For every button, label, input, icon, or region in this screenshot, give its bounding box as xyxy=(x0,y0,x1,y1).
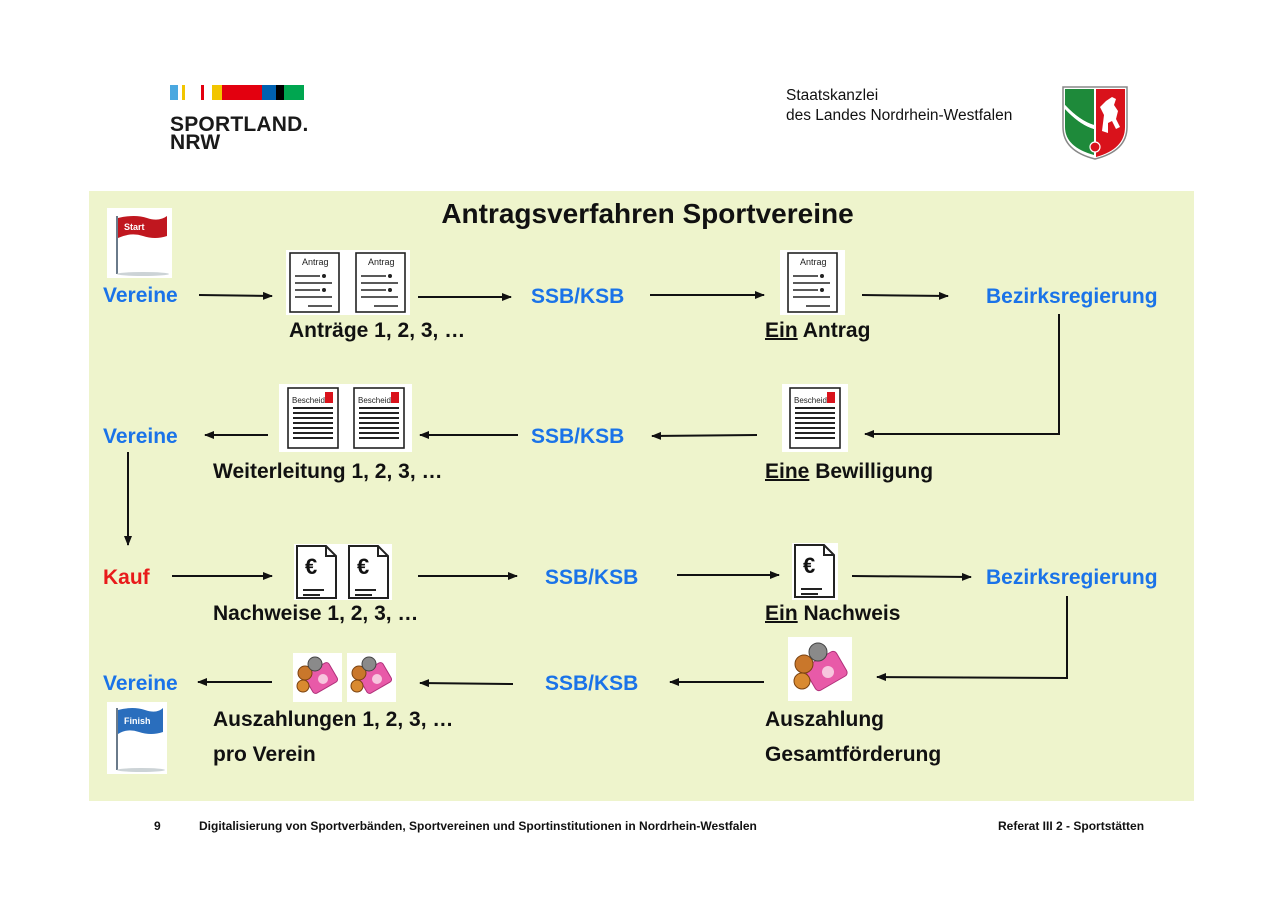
logo-stripe-black xyxy=(276,85,284,100)
nrw-coat-of-arms-icon xyxy=(1062,86,1128,160)
row2-bewilligung-word: Bewilligung xyxy=(809,460,934,483)
row1-ssb-label: SSB/KSB xyxy=(531,285,625,308)
euro-sign-icon: € xyxy=(357,554,370,579)
footer-department: Referat III 2 - Sportstätten xyxy=(998,819,1145,833)
single-decision-doc-title: Bescheid xyxy=(794,396,827,405)
agency-name-line1: Staatskanzlei xyxy=(786,87,879,104)
decision-doc-title-1: Bescheid xyxy=(292,396,325,405)
arrow-antrag-to-bezirk xyxy=(861,291,949,300)
arrow-ssb-to-auszahlungen xyxy=(419,679,514,688)
row4-auszahlung-label: Auszahlung xyxy=(765,708,884,731)
row1-bezirk-label: Bezirksregierung xyxy=(986,285,1158,308)
row1-ein-word: Ein xyxy=(765,319,798,342)
row3-ein-nachweis-label: Ein Nachweis xyxy=(765,602,900,626)
row3-nachweis-word: Nachweis xyxy=(797,602,901,625)
row3-bezirk-label: Bezirksregierung xyxy=(986,566,1158,589)
money-icon xyxy=(347,653,396,702)
single-decision-icon: Bescheid xyxy=(782,384,848,452)
application-documents-icon: Antrag Antrag xyxy=(286,250,410,315)
finish-flag-icon: Finish xyxy=(107,702,167,774)
logo-text-line2: NRW xyxy=(170,131,221,154)
footer-title: Digitalisierung von Sportverbänden, Spor… xyxy=(199,819,757,833)
row3-nachweise-label: Nachweise 1, 2, 3, … xyxy=(213,602,419,625)
logo-stripe-yellow-thin xyxy=(182,85,185,100)
single-application-doc-title: Antrag xyxy=(800,257,827,267)
row3-kauf-label: Kauf xyxy=(103,566,150,589)
logo-text-line1: SPORTLAND. xyxy=(170,113,309,136)
single-application-icon: Antrag xyxy=(780,250,845,315)
start-flag-label: Start xyxy=(124,222,145,232)
agency-name-line2: des Landes Nordrhein-Westfalen xyxy=(786,107,1013,124)
diagram-title: Antragsverfahren Sportvereine xyxy=(441,198,854,229)
logo-stripe-lightblue xyxy=(170,85,178,100)
single-receipt-icon: € xyxy=(792,543,838,600)
row2-weiterleitung-label: Weiterleitung 1, 2, 3, … xyxy=(213,460,443,483)
money-icon xyxy=(788,637,852,701)
decision-doc-title-2: Bescheid xyxy=(358,396,391,405)
logo-stripe-red-thin xyxy=(201,85,204,100)
arrow-bezirk-to-auszahlung xyxy=(876,596,1068,682)
row1-vereine-label: Vereine xyxy=(103,284,178,307)
logo-stripe-blue xyxy=(262,85,276,100)
row1-antraege-label: Anträge 1, 2, 3, … xyxy=(289,319,466,342)
arrow-bezirk-to-bewilligung xyxy=(864,314,1060,438)
application-doc-title-2: Antrag xyxy=(368,257,395,267)
logo-stripe-red xyxy=(222,85,262,100)
row4-ssb-label: SSB/KSB xyxy=(545,672,639,695)
application-doc-title-1: Antrag xyxy=(302,257,329,267)
decision-documents-icon: Bescheid Bescheid xyxy=(279,384,412,452)
euro-sign-icon: € xyxy=(305,554,318,579)
logo-stripe-green xyxy=(284,85,304,100)
row2-eine-bewilligung-label: Eine Bewilligung xyxy=(765,460,933,484)
arrow-nachweis-to-bezirk xyxy=(851,572,972,581)
row4-pro-verein-label: pro Verein xyxy=(213,743,316,766)
row4-vereine-label: Vereine xyxy=(103,672,178,695)
footer-page-number: 9 xyxy=(154,819,161,833)
row2-ssb-label: SSB/KSB xyxy=(531,425,625,448)
arrow-bewilligung-to-ssb xyxy=(651,431,758,440)
receipt-documents-icon: € € xyxy=(294,544,392,600)
diagram-panel xyxy=(89,191,1194,801)
row1-ein-antrag-label: Ein Antrag xyxy=(765,319,870,343)
row2-vereine-label: Vereine xyxy=(103,425,178,448)
row4-gesamtfoerderung-label: Gesamtförderung xyxy=(765,743,942,766)
arrow-vereine-to-antraege xyxy=(198,291,273,300)
finish-flag-label: Finish xyxy=(124,716,151,726)
money-icon xyxy=(293,653,342,702)
row1-antrag-word: Antrag xyxy=(797,319,871,342)
row4-auszahlungen-label: Auszahlungen 1, 2, 3, … xyxy=(213,708,454,731)
row3-ssb-label: SSB/KSB xyxy=(545,566,639,589)
logo-stripe-yellow xyxy=(212,85,222,100)
row3-ein-word: Ein xyxy=(765,602,798,625)
start-flag-icon: Start xyxy=(107,208,172,278)
euro-sign-icon: € xyxy=(803,553,816,578)
row2-eine-word: Eine xyxy=(765,460,810,483)
